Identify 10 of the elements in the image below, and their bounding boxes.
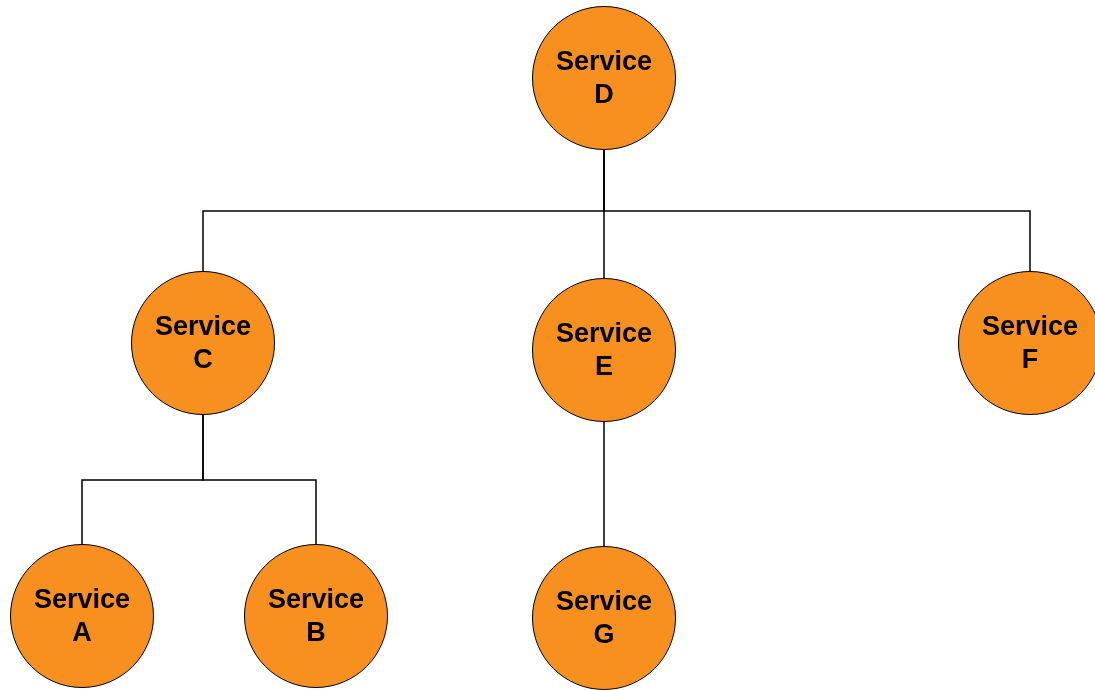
node-label: Service A — [32, 583, 132, 649]
node-label: Service B — [266, 583, 366, 649]
node-label: Service G — [554, 585, 654, 651]
node-label: Service F — [980, 310, 1080, 376]
node-label: Service E — [554, 317, 654, 383]
node-label: Service D — [554, 45, 654, 111]
connector-line — [603, 421, 605, 547]
connector-line — [603, 149, 1031, 272]
connector-line — [202, 414, 317, 545]
node-label: Service C — [153, 310, 253, 376]
